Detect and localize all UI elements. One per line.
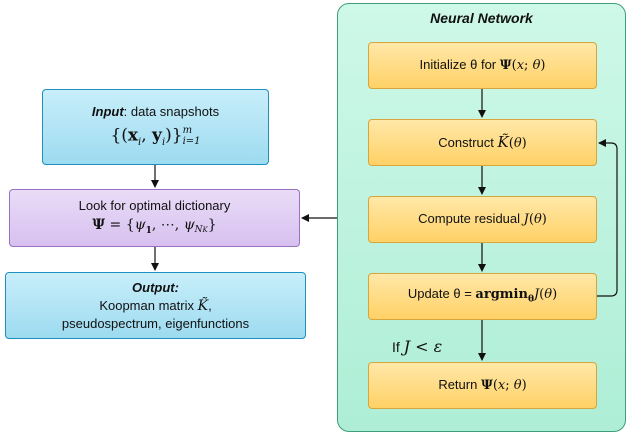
arrow-update-loop-back bbox=[597, 139, 618, 297]
step-update: Update θ = argminθJ(θ) bbox=[368, 273, 597, 320]
input-text: : data snapshots bbox=[123, 103, 220, 119]
output-label: Output: bbox=[132, 279, 179, 295]
input-label: Input bbox=[91, 103, 124, 119]
output-box: Output: Koopman matrix K̃, pseudospectru… bbox=[5, 272, 306, 339]
input-heading: Input: data snapshots bbox=[92, 103, 219, 121]
step-initialize: Initialize θ for Ψ(x; θ) bbox=[368, 42, 597, 89]
output-line2: pseudospectrum, eigenfunctions bbox=[61, 315, 250, 331]
output-line1: Koopman matrix K̃, bbox=[99, 297, 212, 314]
neural-network-title: Neural Network bbox=[430, 10, 533, 26]
step-compute-residual: Compute residual J(θ) bbox=[368, 196, 597, 243]
step-return: Return Ψ(x; θ) bbox=[368, 362, 597, 409]
koopman-symbol: K̃ bbox=[197, 297, 209, 314]
dictionary-text: Look for optimal dictionary bbox=[78, 197, 231, 213]
stop-condition: If J < ε bbox=[392, 337, 443, 356]
dictionary-math: Ψ = {ψ1, ⋯, ψNK} bbox=[92, 216, 217, 236]
step-construct: Construct K̃(θ) bbox=[368, 119, 597, 166]
dictionary-box: Look for optimal dictionary Ψ = {ψ1, ⋯, … bbox=[9, 189, 300, 247]
